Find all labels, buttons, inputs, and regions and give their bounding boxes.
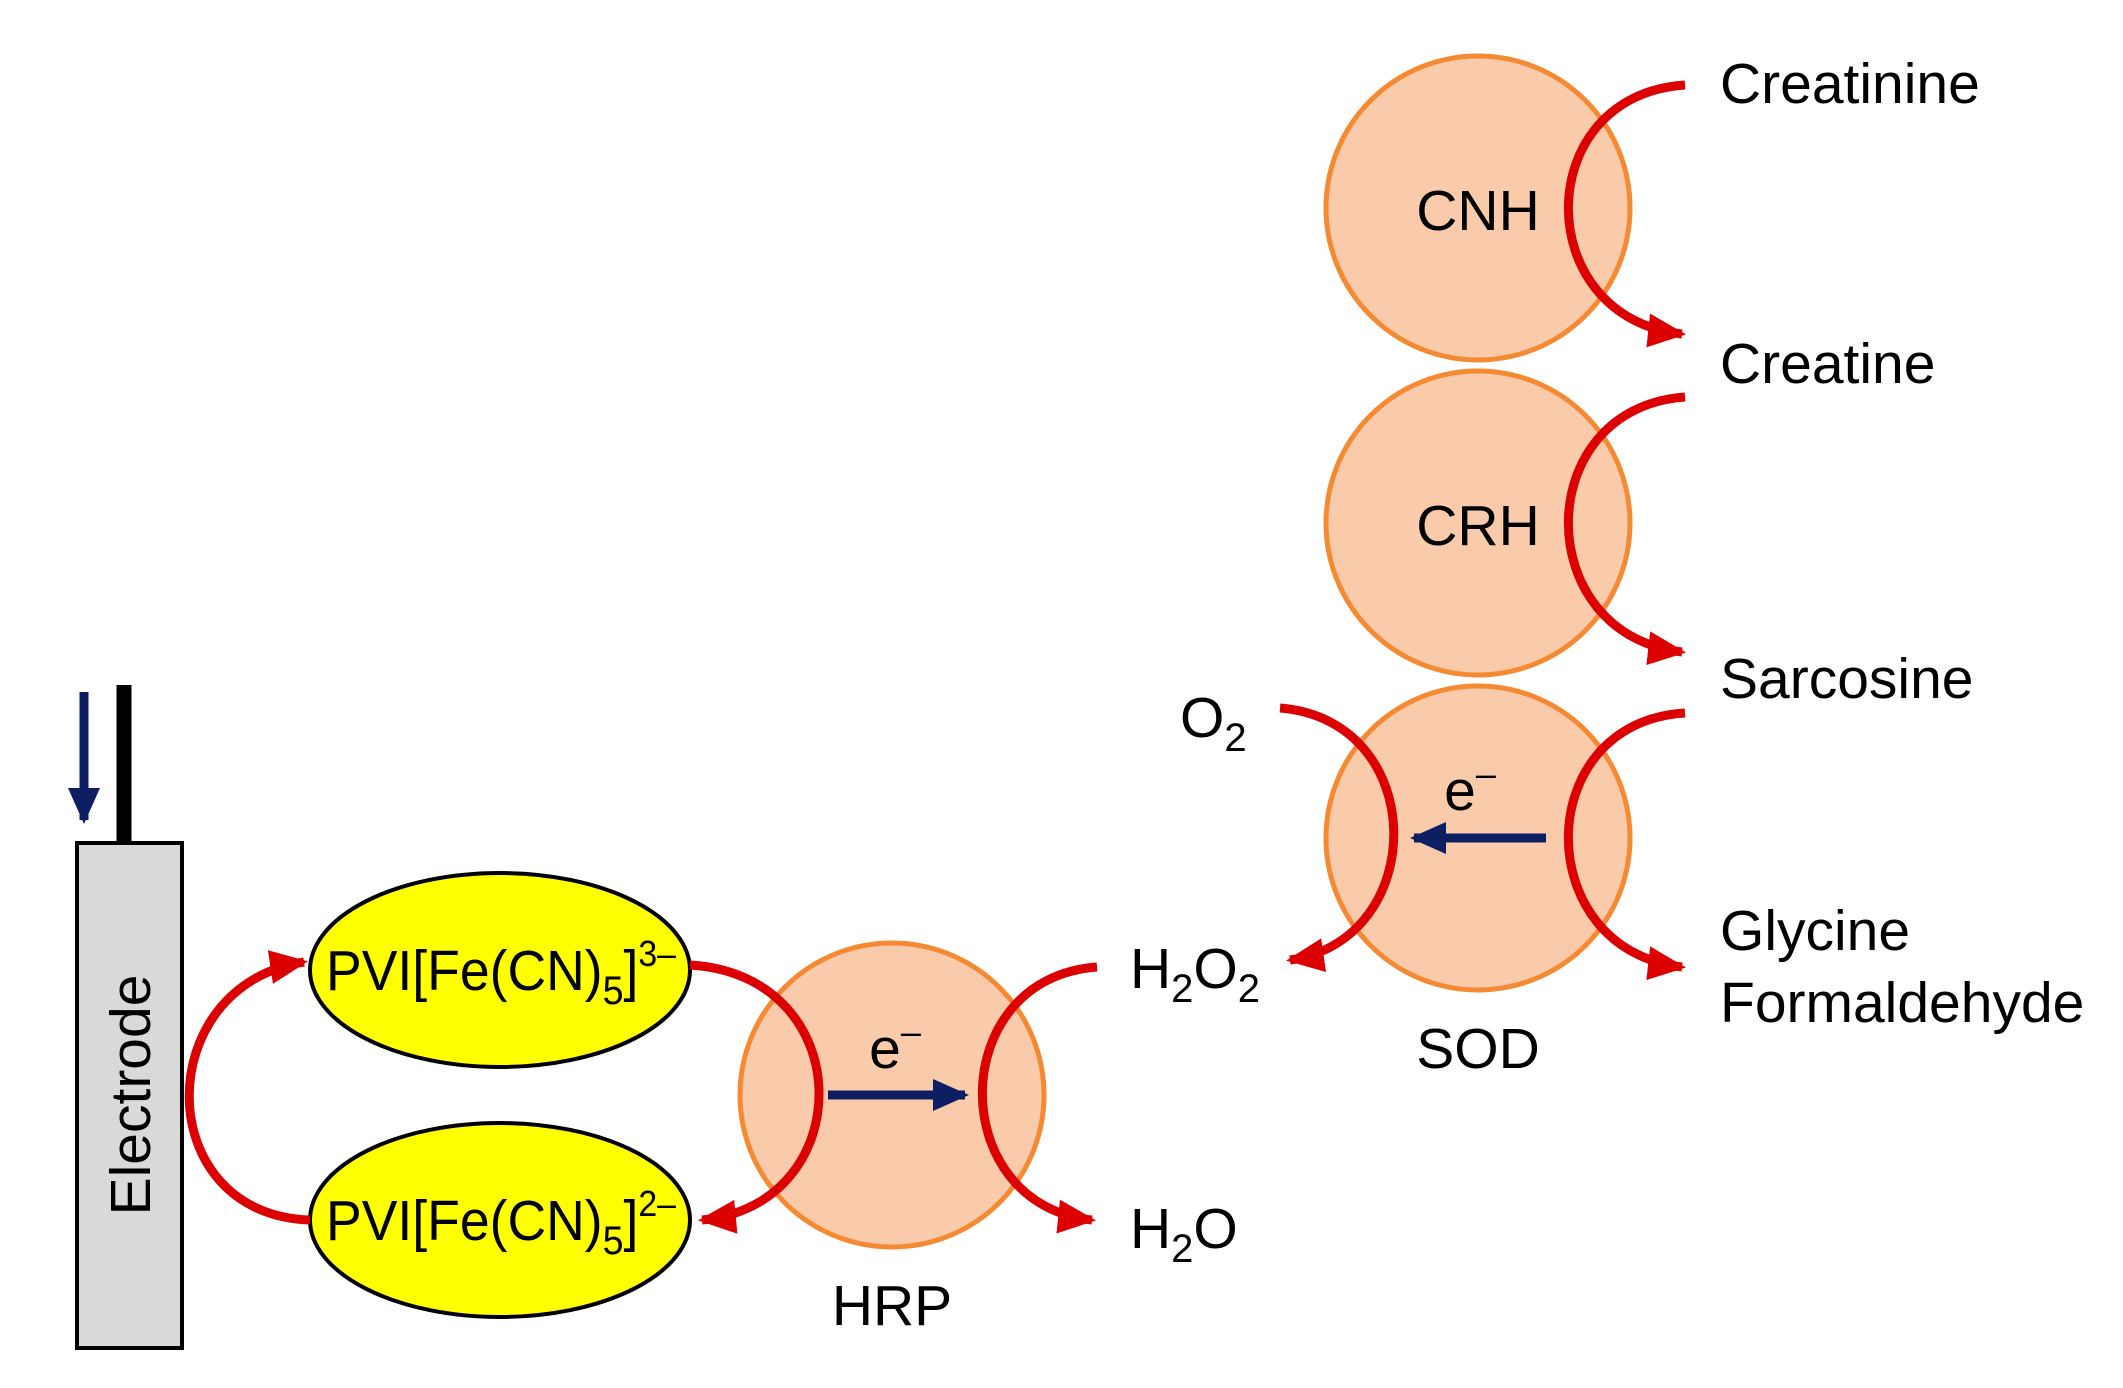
label-cnh: CNH <box>1416 179 1540 243</box>
mediator-oxidized-ellipse <box>308 871 692 1069</box>
label-formaldehyde: Formaldehyde <box>1720 971 2084 1035</box>
label-mediator-reduced: PVI[Fe(CN)5]2– <box>326 1183 676 1263</box>
arrow-creatinine-to-creatine <box>1563 80 1686 348</box>
label-electron-hrp: e– <box>869 1011 921 1081</box>
enzyme-cnh-circle <box>1323 53 1633 363</box>
arrow-h2o2-to-h2o <box>978 962 1098 1234</box>
arrow-electrode-to-mediator <box>184 950 311 1225</box>
arrow-sarcosine-to-glycine <box>1563 708 1686 981</box>
label-o2: O2 <box>1180 686 1247 760</box>
label-mediator-oxidized: PVI[Fe(CN)5]3– <box>326 933 676 1013</box>
label-glycine: Glycine <box>1720 899 1910 963</box>
label-sarcosine: Sarcosine <box>1720 647 1973 711</box>
label-hrp: HRP <box>832 1274 952 1338</box>
label-electron-sod: e– <box>1444 753 1496 823</box>
arrow-o2-to-h2o2 <box>1279 703 1399 972</box>
label-h2o: H2O <box>1130 1197 1238 1271</box>
label-crh: CRH <box>1416 494 1540 558</box>
label-electrode: Electrode <box>99 975 163 1216</box>
label-creatine: Creatine <box>1720 332 1935 396</box>
arrow-creatine-to-sarcosine <box>1563 392 1686 666</box>
arrow-mediator-oxidized-to-reduced <box>689 960 824 1234</box>
label-h2o2: H2O2 <box>1130 937 1260 1011</box>
enzyme-crh-circle <box>1323 368 1633 678</box>
label-creatinine: Creatinine <box>1720 52 1980 116</box>
label-sod: SOD <box>1416 1017 1540 1081</box>
